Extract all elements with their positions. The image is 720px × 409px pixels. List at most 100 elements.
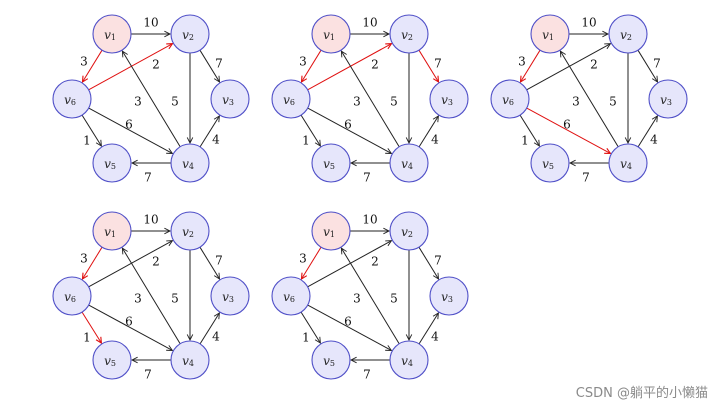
node-v6: [490, 79, 530, 119]
edge-weight-v1-v2: 10: [143, 16, 158, 30]
node-v5: [92, 340, 132, 380]
node-v1: [311, 14, 351, 54]
edge-weight-v6-v2: 2: [590, 58, 598, 72]
edge-v4-v3: [199, 313, 219, 345]
edge-weight-v4-v5: 7: [144, 368, 152, 382]
edge-v4-v3: [199, 116, 219, 148]
edge-v4-v1: [122, 51, 181, 147]
edge-v6-v2: [307, 44, 392, 91]
node-label-v2: v2: [182, 28, 194, 43]
edge-v6-v4: [307, 304, 392, 350]
edge-weight-v6-v4: 6: [125, 315, 133, 329]
edge-v6-v2: [88, 44, 173, 91]
node-v1: [311, 211, 351, 251]
node-label-v5: v5: [542, 157, 554, 172]
node-v3: [648, 79, 688, 119]
edge-weight-v2-v4: 5: [609, 95, 617, 109]
edge-weight-v4-v1: 3: [134, 292, 142, 306]
edge-weight-v6-v5: 1: [302, 331, 310, 345]
edge-v4-v3: [637, 116, 657, 148]
edge-weight-v1-v2: 10: [581, 16, 596, 30]
edge-v2-v3: [199, 49, 220, 82]
edge-v6-v2: [88, 241, 173, 288]
node-label-v1: v1: [104, 225, 116, 240]
edge-v1-v6: [520, 49, 541, 82]
edge-weight-v2-v3: 7: [215, 254, 223, 268]
edge-weight-v1-v6: 3: [80, 252, 88, 266]
node-label-v5: v5: [104, 354, 116, 369]
node-label-v3: v3: [222, 93, 234, 108]
edge-weight-v2-v4: 5: [390, 292, 398, 306]
edge-weight-v2-v3: 7: [215, 57, 223, 71]
node-label-v3: v3: [441, 93, 453, 108]
edge-weight-v6-v2: 2: [371, 58, 379, 72]
node-v3: [429, 79, 469, 119]
node-label-v6: v6: [64, 93, 76, 108]
edge-v2-v3: [199, 246, 220, 279]
edge-v6-v4: [526, 107, 611, 153]
edge-weight-v6-v5: 1: [521, 134, 529, 148]
edge-v4-v3: [418, 313, 438, 345]
edge-v4-v1: [341, 51, 400, 147]
node-label-v3: v3: [660, 93, 672, 108]
node-label-v2: v2: [182, 225, 194, 240]
edge-weight-v4-v5: 7: [144, 171, 152, 185]
edge-weight-v1-v2: 10: [143, 213, 158, 227]
edge-v6-v5: [81, 114, 101, 146]
edge-weight-v4-v5: 7: [363, 368, 371, 382]
edge-weight-v2-v4: 5: [390, 95, 398, 109]
node-label-v3: v3: [222, 290, 234, 305]
node-v5: [530, 143, 570, 183]
edge-v4-v3: [418, 116, 438, 148]
node-label-v3: v3: [441, 290, 453, 305]
edge-weight-v1-v6: 3: [299, 252, 307, 266]
node-v5: [92, 143, 132, 183]
node-v2: [389, 211, 429, 251]
node-v4: [170, 340, 210, 380]
node-v4: [170, 143, 210, 183]
node-v6: [52, 79, 92, 119]
node-label-v2: v2: [401, 28, 413, 43]
edge-weight-v1-v2: 10: [362, 16, 377, 30]
node-label-v2: v2: [401, 225, 413, 240]
edge-v6-v4: [88, 304, 173, 350]
node-v4: [608, 143, 648, 183]
edge-v6-v5: [81, 311, 101, 343]
edge-v1-v6: [301, 246, 322, 279]
edge-weight-v6-v2: 2: [152, 58, 160, 72]
edge-weight-v4-v3: 4: [212, 133, 220, 147]
edge-weight-v2-v3: 7: [434, 57, 442, 71]
edge-v6-v2: [307, 241, 392, 288]
node-label-v1: v1: [104, 28, 116, 43]
edge-weight-v4-v1: 3: [572, 95, 580, 109]
node-v4: [389, 340, 429, 380]
edge-weight-v2-v3: 7: [653, 57, 661, 71]
edge-weight-v2-v3: 7: [434, 254, 442, 268]
edge-v6-v4: [307, 107, 392, 153]
node-label-v2: v2: [620, 28, 632, 43]
edge-weight-v6-v4: 6: [344, 315, 352, 329]
edge-weight-v1-v6: 3: [518, 55, 526, 69]
edge-weight-v6-v2: 2: [152, 255, 160, 269]
edge-weight-v2-v4: 5: [171, 95, 179, 109]
edge-v2-v3: [418, 246, 439, 279]
edge-weight-v6-v4: 6: [125, 118, 133, 132]
node-v6: [52, 276, 92, 316]
watermark: CSDN @躺平的小懒猫: [575, 386, 708, 401]
edge-v2-v3: [418, 49, 439, 82]
node-label-v6: v6: [64, 290, 76, 305]
node-v6: [271, 79, 311, 119]
edge-v4-v1: [122, 248, 181, 344]
node-v3: [210, 79, 250, 119]
node-label-v1: v1: [323, 225, 335, 240]
edge-weight-v1-v2: 10: [362, 213, 377, 227]
edge-weight-v4-v5: 7: [363, 171, 371, 185]
edge-v4-v1: [560, 51, 619, 147]
edge-weight-v4-v3: 4: [650, 133, 658, 147]
edge-v1-v6: [82, 246, 103, 279]
edge-weight-v1-v6: 3: [299, 55, 307, 69]
edge-weight-v6-v5: 1: [83, 331, 91, 345]
